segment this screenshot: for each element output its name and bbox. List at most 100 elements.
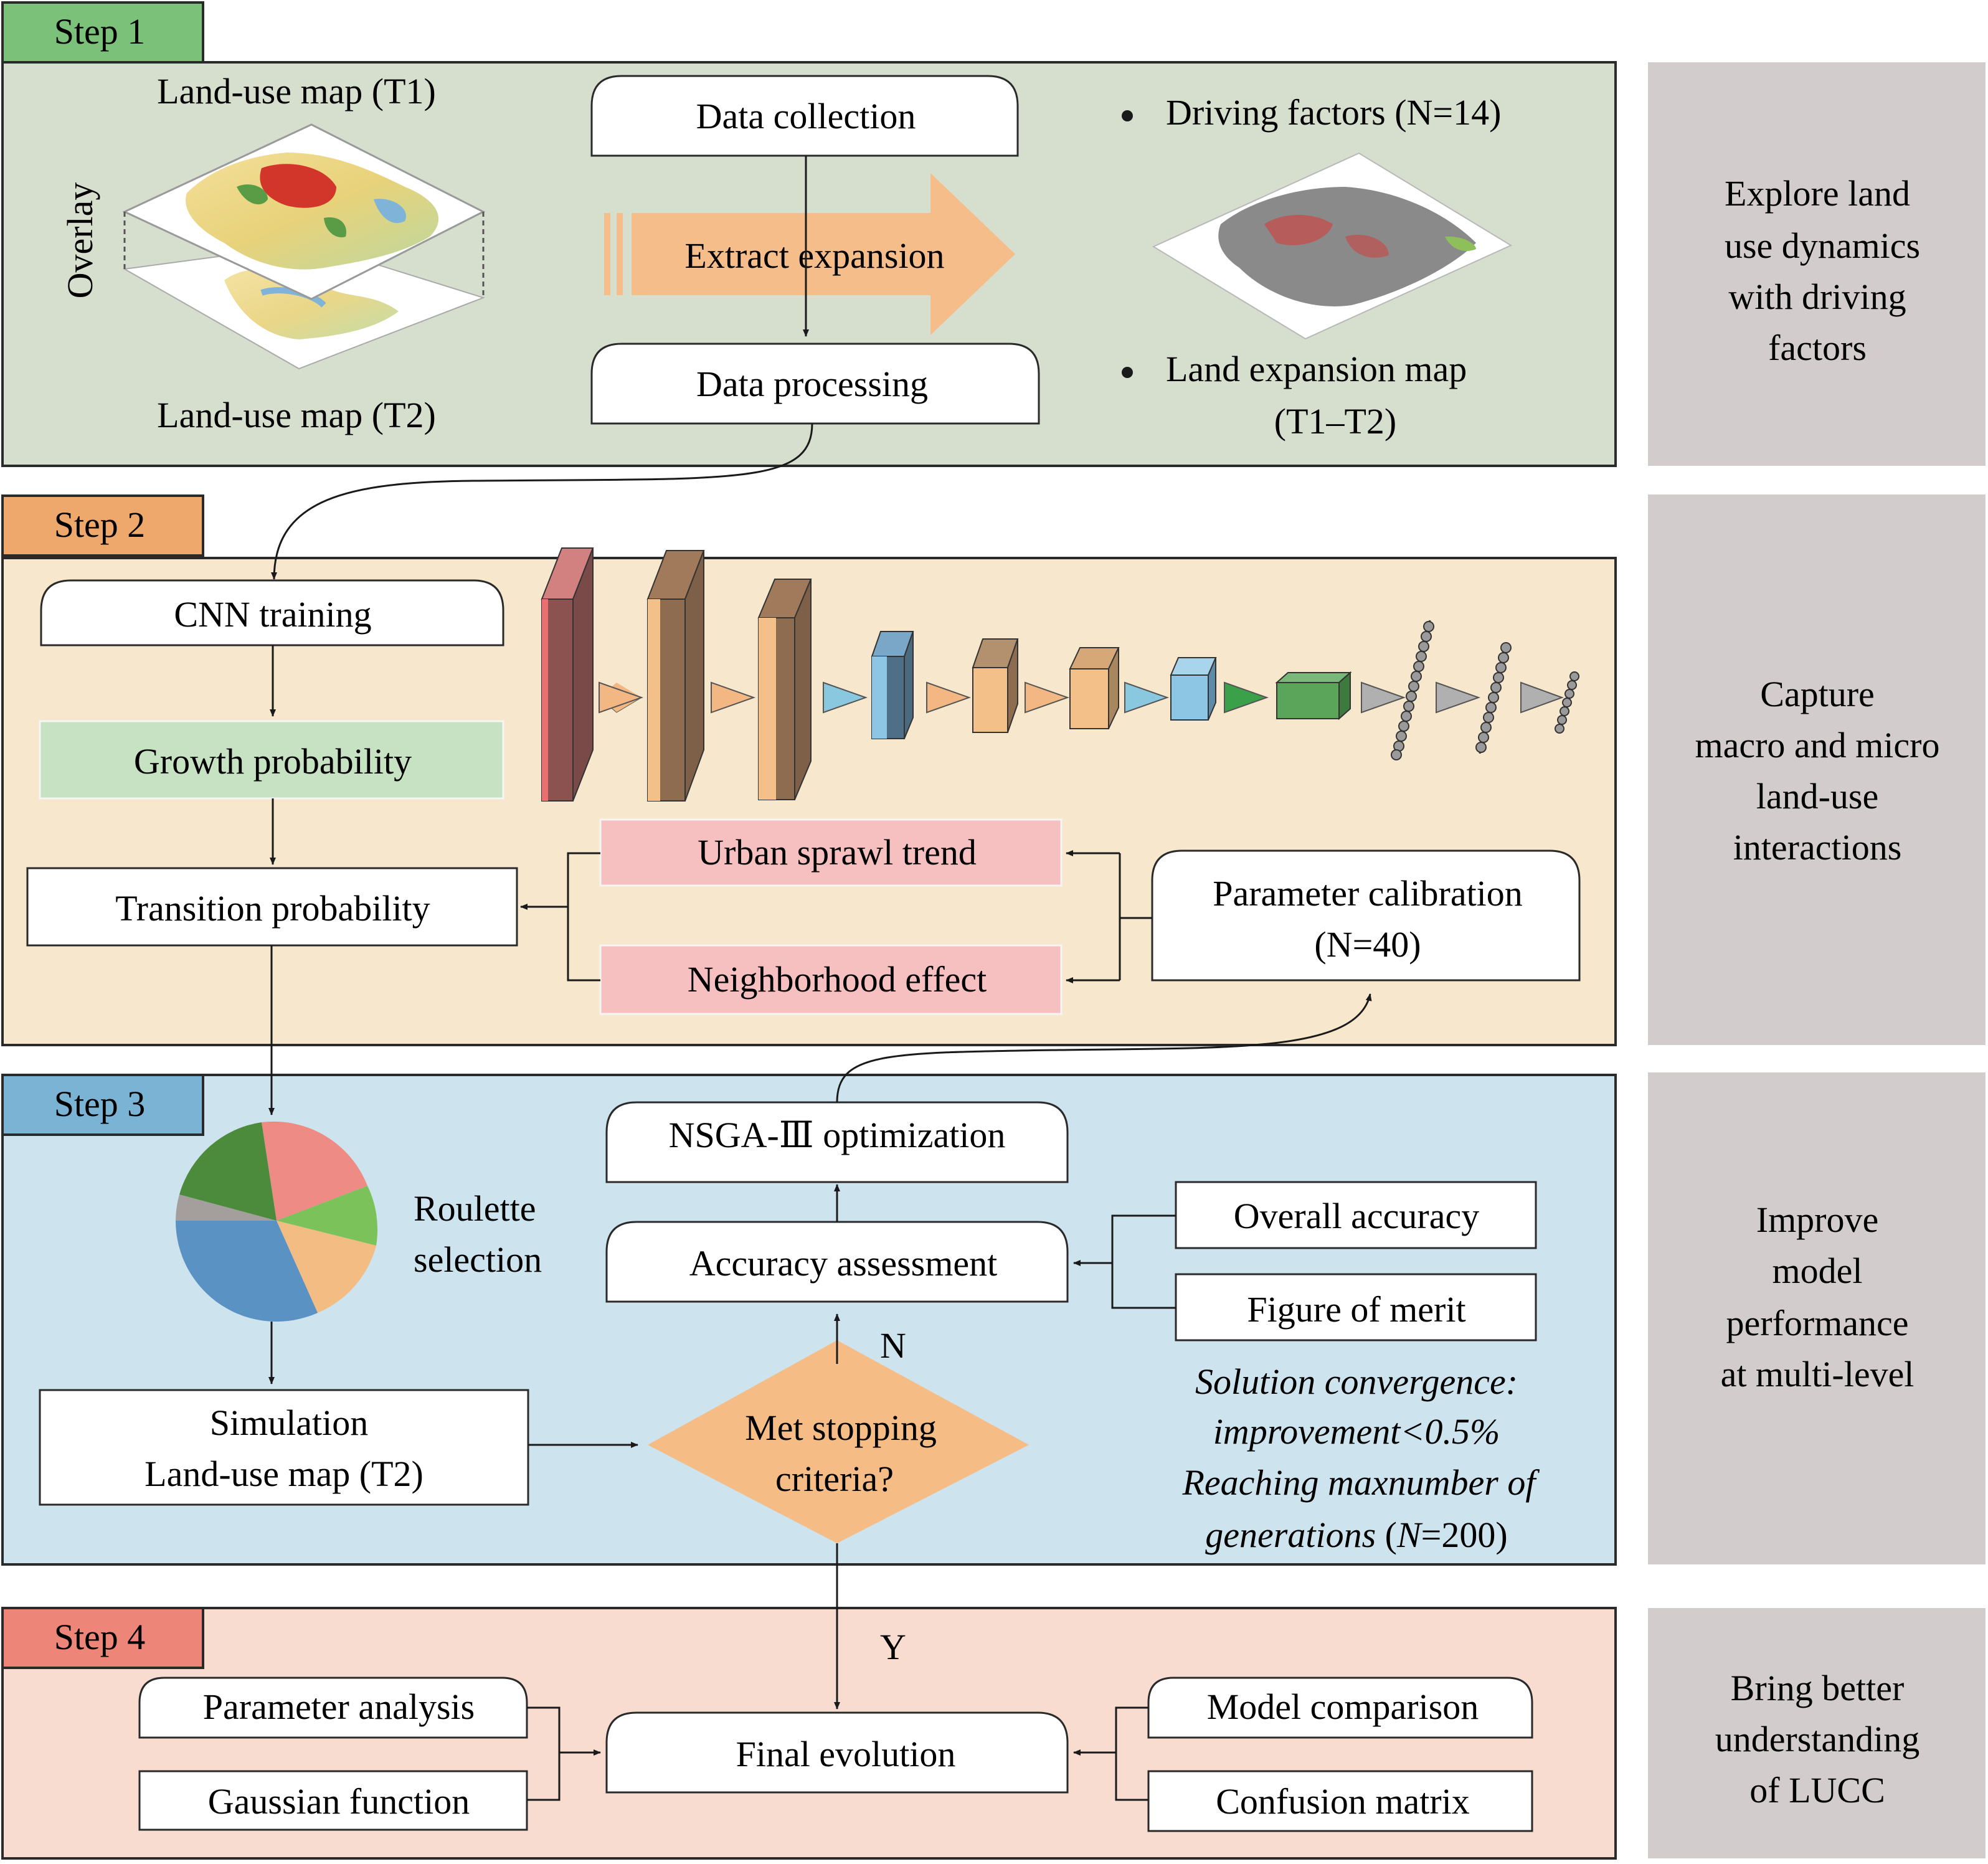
transition-probability-label: Transition probability [115, 888, 430, 929]
step3-tab-label: Step 3 [54, 1084, 146, 1124]
no-branch-label: N [880, 1325, 906, 1366]
overall-accuracy-label: Overall accuracy [1234, 1196, 1479, 1236]
simulation-box [39, 1389, 529, 1506]
side-step1-line2: use dynamics [1725, 225, 1920, 266]
step1-tab-label: Step 1 [54, 11, 146, 52]
convergence-line4-value: =200) [1421, 1515, 1508, 1555]
side-step3-line1: Improve [1756, 1199, 1879, 1240]
side-step2-line1: Capture [1760, 674, 1875, 714]
figure-of-merit-box [1175, 1273, 1537, 1341]
convergence-line2: improvement<0.5% [1213, 1411, 1500, 1452]
bullet-icon [1122, 367, 1133, 378]
land-use-t2-label: Land-use map (T2) [157, 395, 436, 435]
accuracy-assessment-label: Accuracy assessment [689, 1243, 997, 1284]
overlay-label: Overlay [60, 182, 100, 299]
step4-tab-label: Step 4 [54, 1617, 146, 1657]
side-step3-line4: at multi-level [1721, 1354, 1915, 1394]
model-comparison-box [1147, 1677, 1533, 1739]
final-evolution-box [605, 1711, 1069, 1794]
neighborhood-effect-label: Neighborhood effect [688, 959, 987, 1000]
gaussian-function-box [138, 1770, 528, 1831]
simulation-label-line1: Simulation [210, 1403, 369, 1443]
parameter-calibration-label-line1: Parameter calibration [1213, 873, 1523, 914]
convergence-line3: Reaching maxnumber of [1182, 1462, 1540, 1503]
step2-section: Step 2 CNN training Growth probability T… [1, 423, 1617, 1046]
simulation-label-line2: Land-use map (T2) [144, 1454, 424, 1494]
driving-factors-label: Driving factors (N=14) [1166, 92, 1501, 133]
fc-nodes-1 [1391, 621, 1434, 760]
side-panels: Explore land use dynamics with driving f… [1648, 62, 1986, 1858]
side-step3-line3: performance [1726, 1303, 1908, 1343]
land-expansion-label-line1: Land expansion map [1166, 349, 1467, 389]
side-step2-line3: land-use [1756, 776, 1879, 816]
roulette-label-line1: Roulette [414, 1188, 536, 1229]
parameter-analysis-label: Parameter analysis [203, 1687, 475, 1727]
convergence-line1: Solution convergence: [1195, 1361, 1518, 1402]
side-panel-step4 [1648, 1608, 1986, 1858]
side-panel-step1 [1648, 62, 1986, 466]
growth-probability-label: Growth probability [134, 741, 412, 782]
yes-branch-label: Y [880, 1627, 906, 1667]
convergence-line4: generations (N=200) [1205, 1515, 1507, 1555]
accuracy-assessment-box [605, 1221, 1069, 1303]
fc-nodes-2 [1475, 642, 1512, 753]
step3-tab [1, 1074, 204, 1136]
growth-probability-box [39, 720, 504, 800]
nsga-label: NSGA-Ⅲ optimization [669, 1115, 1006, 1155]
confusion-matrix-box [1147, 1770, 1533, 1832]
overall-accuracy-box [1175, 1181, 1537, 1249]
data-collection-box [590, 75, 1019, 157]
land-use-t1-label: Land-use map (T1) [157, 71, 436, 111]
parameter-calibration-box [1151, 849, 1581, 982]
side-step2-line4: interactions [1733, 827, 1902, 868]
step3-section: Step 3 Roulette selection Simulation Lan… [1, 945, 1617, 1566]
convergence-line4-paren: ( [1376, 1515, 1397, 1555]
side-step2-line2: macro and micro [1695, 725, 1940, 765]
step1-section: Step 1 Land-use map (T1) Land-use map (T… [1, 1, 1617, 467]
step4-tab [1, 1607, 204, 1669]
stopping-criteria-label-line1: Met stopping [745, 1407, 937, 1448]
transition-probability-box [26, 867, 518, 947]
step2-tab-label: Step 2 [54, 504, 146, 545]
side-panel-step3 [1648, 1072, 1986, 1564]
cnn-training-box [40, 579, 504, 646]
cnn-training-label: CNN training [174, 594, 371, 635]
model-comparison-label: Model comparison [1207, 1687, 1479, 1727]
cnn-architecture-illustration [541, 547, 1579, 802]
gaussian-function-label: Gaussian function [208, 1781, 470, 1822]
data-processing-label: Data processing [696, 364, 928, 404]
extract-expansion-label: Extract expansion [684, 235, 944, 276]
side-step4-line1: Bring better [1731, 1668, 1905, 1708]
stopping-criteria-diamond [648, 1340, 1029, 1543]
figure-of-merit-label: Figure of merit [1247, 1289, 1465, 1330]
side-step1-line3: with driving [1728, 277, 1906, 317]
stopping-criteria-label-line2: criteria? [775, 1459, 894, 1499]
data-collection-label: Data collection [696, 96, 916, 136]
overlay-maps-illustration [122, 123, 486, 370]
step4-section: Step 4 Y Final evolution Parameter analy… [1, 1543, 1617, 1860]
roulette-label-line2: selection [414, 1239, 542, 1280]
fc-nodes-3 [1555, 671, 1579, 734]
urban-sprawl-box [599, 818, 1063, 887]
nsga-box [605, 1101, 1069, 1183]
final-evolution-label: Final evolution [736, 1734, 956, 1774]
side-panel-step2 [1648, 494, 1986, 1045]
step1-tab [1, 1, 204, 64]
side-step1-line1: Explore land [1725, 173, 1910, 214]
extract-expansion-arrow [604, 173, 1015, 335]
land-expansion-label-line2: (T1–T2) [1274, 401, 1397, 442]
confusion-matrix-label: Confusion matrix [1216, 1781, 1470, 1822]
side-step4-line3: of LUCC [1749, 1770, 1885, 1810]
side-step4-line2: understanding [1715, 1719, 1920, 1759]
step2-tab [1, 494, 204, 557]
bullet-icon [1122, 110, 1133, 121]
convergence-line4-n: N [1396, 1515, 1423, 1555]
convergence-line4-generations: generations [1205, 1515, 1376, 1555]
parameter-analysis-box [138, 1677, 528, 1739]
roulette-pie-icon [176, 1121, 378, 1322]
side-step1-line4: factors [1768, 328, 1867, 368]
urban-sprawl-label: Urban sprawl trend [698, 832, 977, 873]
neighborhood-effect-box [599, 944, 1063, 1015]
parameter-calibration-label-line2: (N=40) [1314, 924, 1421, 965]
